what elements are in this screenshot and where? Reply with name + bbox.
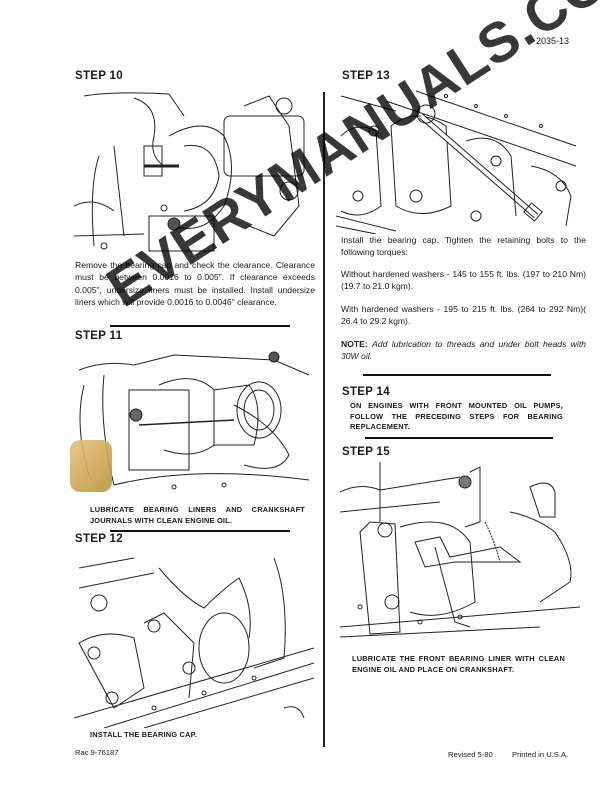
step-11-caption: LUBRICATE BEARING LINERS AND CRANKSHAFT … [90,505,305,525]
step-15-caption: LUBRICATE THE FRONT BEARING LINER WITH C… [352,654,565,674]
step-13-note: NOTE: Add lubrication to threads and und… [341,338,586,363]
footer-printed: Printed in U.S.A. [512,750,569,759]
column-divider [323,92,325,747]
step-12-illustration [74,548,314,728]
step-11-title: STEP 11 [75,330,123,342]
note-text: Add lubrication to threads and under bol… [341,339,587,362]
divider-step-10-11 [110,325,290,327]
step-13-torque-with-washers: With hardened washers - 195 to 215 ft. l… [341,304,586,327]
step-13-torque-without-washers: Without hardened washers - 145 to 155 ft… [341,269,586,292]
step-15-illustration [340,462,580,642]
step-10-illustration [74,86,314,254]
footer-document-code: Rac 9-76187 [75,748,119,757]
note-label: NOTE: [341,339,368,349]
divider-step-13-14 [363,374,551,376]
step-10-title: STEP 10 [75,70,123,82]
step-15-title: STEP 15 [342,446,390,458]
step-13-title: STEP 13 [342,70,390,82]
step-12-caption: INSTALL THE BEARING CAP. [90,730,198,739]
watermark-logo-icon [70,440,112,492]
step-13-intro: Install the bearing cap. Tighten the ret… [341,235,586,258]
step-14-title: STEP 14 [342,386,390,398]
step-12-title: STEP 12 [75,533,123,545]
footer-revised: Revised 5-80 [448,750,493,759]
divider-step-11-12 [110,530,290,532]
step-14-caption: ON ENGINES WITH FRONT MOUNTED OIL PUMPS,… [350,401,563,431]
step-11-illustration [74,345,314,495]
page-number: 2035-13 [536,36,570,46]
divider-step-14-15 [365,437,553,439]
step-13-illustration [336,86,586,234]
step-10-text: Remove the bearing cap and check the cle… [75,260,315,308]
